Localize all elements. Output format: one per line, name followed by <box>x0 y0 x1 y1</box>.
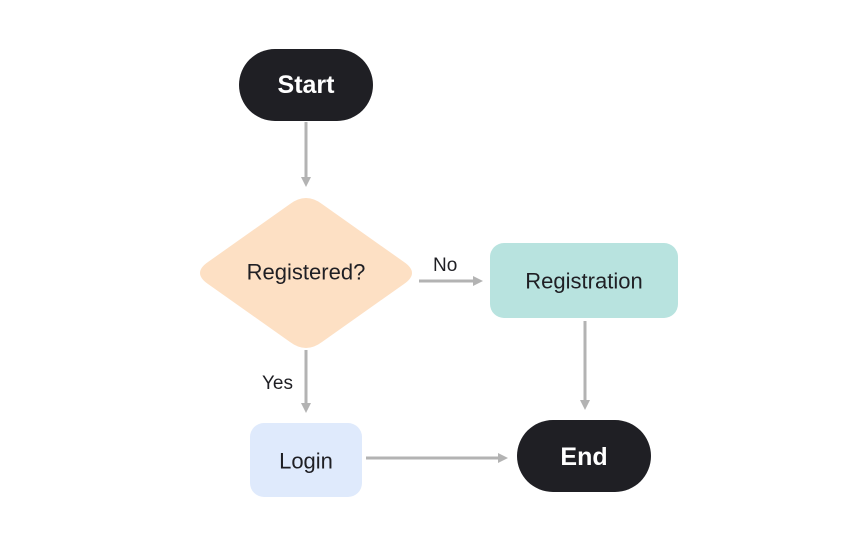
login-node: Login <box>250 423 362 497</box>
start-node: Start <box>239 49 373 121</box>
edge-label-no: No <box>433 255 457 276</box>
end-node: End <box>517 420 651 492</box>
login-node-shape <box>250 423 362 497</box>
start-node-shape <box>239 49 373 121</box>
registered-decision-node: Registered? <box>200 198 412 348</box>
registered-decision-shape <box>200 198 412 348</box>
end-node-shape <box>517 420 651 492</box>
edge-label-yes: Yes <box>262 373 293 394</box>
end-node-label: End <box>560 443 607 471</box>
login-node-label: Login <box>279 449 333 474</box>
registered-decision-label: Registered? <box>247 260 366 285</box>
registration-node-shape <box>490 243 678 318</box>
registration-node: Registration <box>490 243 678 318</box>
registration-node-label: Registration <box>525 269 642 294</box>
edges <box>301 122 590 463</box>
start-node-label: Start <box>278 71 336 99</box>
